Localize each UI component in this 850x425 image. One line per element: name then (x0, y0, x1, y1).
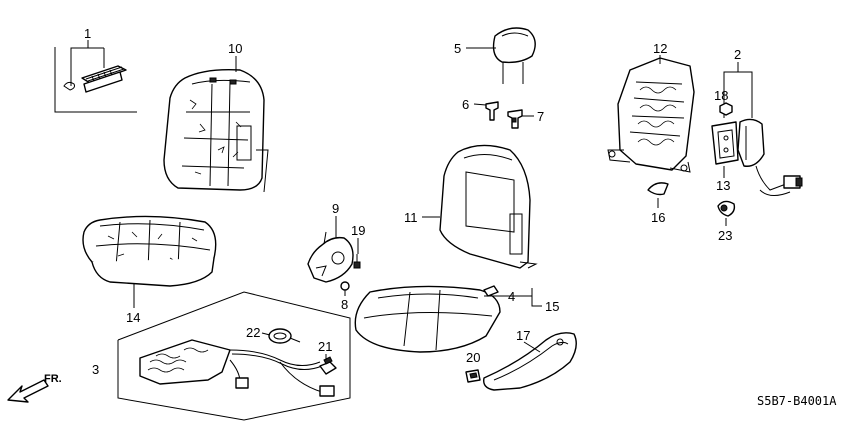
callout-21: 21 (318, 339, 332, 354)
front-direction-arrow: FR. (7, 373, 62, 403)
callout-7: 7 (537, 109, 544, 124)
part-outer-trim-cover[interactable] (483, 332, 577, 391)
callout-22: 22 (246, 325, 260, 340)
callout-14: 14 (126, 310, 140, 325)
part-recline-cover[interactable] (307, 231, 354, 283)
part-seatback-frame[interactable] (607, 57, 695, 173)
part-headrest-guide-lock[interactable] (507, 109, 523, 129)
leader-6 (473, 103, 487, 106)
part-cable-clip[interactable] (268, 328, 301, 344)
part-seat-cushion-pad[interactable] (354, 285, 501, 353)
callout-1: 1 (84, 26, 91, 41)
callout-3: 3 (92, 362, 99, 377)
callout-10: 10 (228, 41, 242, 56)
part-nut-18[interactable] (719, 102, 733, 116)
leader-2 (723, 62, 753, 118)
callout-13: 13 (716, 178, 730, 193)
part-cover-16[interactable] (647, 182, 669, 196)
callout-6: 6 (462, 97, 469, 112)
callout-9: 9 (332, 201, 339, 216)
callout-5: 5 (454, 41, 461, 56)
leader-15 (484, 288, 542, 307)
callout-2: 2 (734, 47, 741, 62)
part-clip-23[interactable] (717, 200, 736, 217)
part-screw-19[interactable] (353, 254, 361, 269)
callout-15: 15 (545, 299, 559, 314)
callout-8: 8 (341, 297, 348, 312)
callout-19: 19 (351, 223, 365, 238)
callout-20: 20 (466, 350, 480, 365)
part-seat-cushion-cover[interactable] (82, 215, 217, 287)
callout-12: 12 (653, 41, 667, 56)
part-headrest[interactable] (492, 27, 536, 84)
callout-4: 4 (508, 289, 515, 304)
callout-11: 11 (404, 210, 418, 225)
part-seatback-pad[interactable] (439, 144, 538, 269)
part-seat-heater-kit[interactable] (117, 291, 351, 421)
part-clip-set[interactable] (54, 47, 137, 113)
leader-17 (523, 341, 541, 353)
callout-16: 16 (651, 210, 665, 225)
part-clip-4[interactable] (483, 285, 499, 297)
part-seatback-cover[interactable] (163, 68, 269, 193)
diagram-code: S5B7-B4001A (757, 394, 837, 408)
leader-22 (261, 332, 271, 336)
part-clip-20[interactable] (465, 369, 481, 383)
callout-18: 18 (714, 88, 728, 103)
front-direction-label: FR. (44, 373, 62, 385)
part-side-airbag-module[interactable] (737, 118, 803, 196)
callout-23: 23 (718, 228, 732, 243)
part-airbag-bracket[interactable] (711, 121, 739, 165)
part-screw-8[interactable] (340, 281, 350, 296)
part-headrest-guide-free[interactable] (485, 101, 499, 121)
leader-1 (70, 40, 105, 86)
part-clip-21[interactable] (319, 356, 337, 375)
callout-17: 17 (516, 328, 530, 343)
